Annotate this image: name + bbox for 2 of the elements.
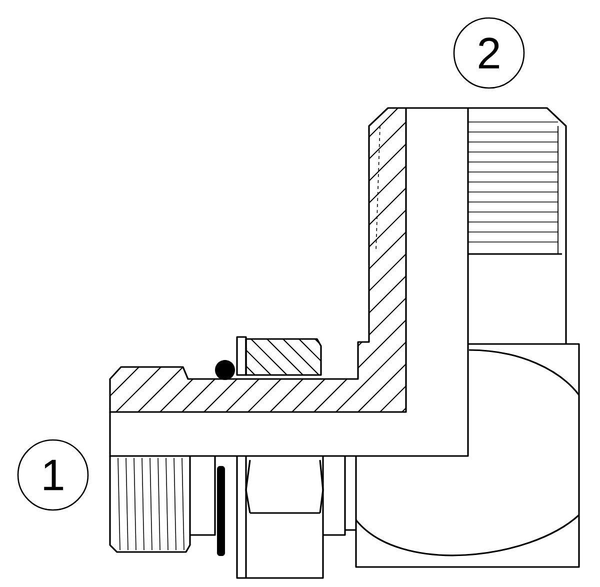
callout-number: 2 — [453, 17, 525, 89]
callout-number: 1 — [17, 439, 89, 511]
